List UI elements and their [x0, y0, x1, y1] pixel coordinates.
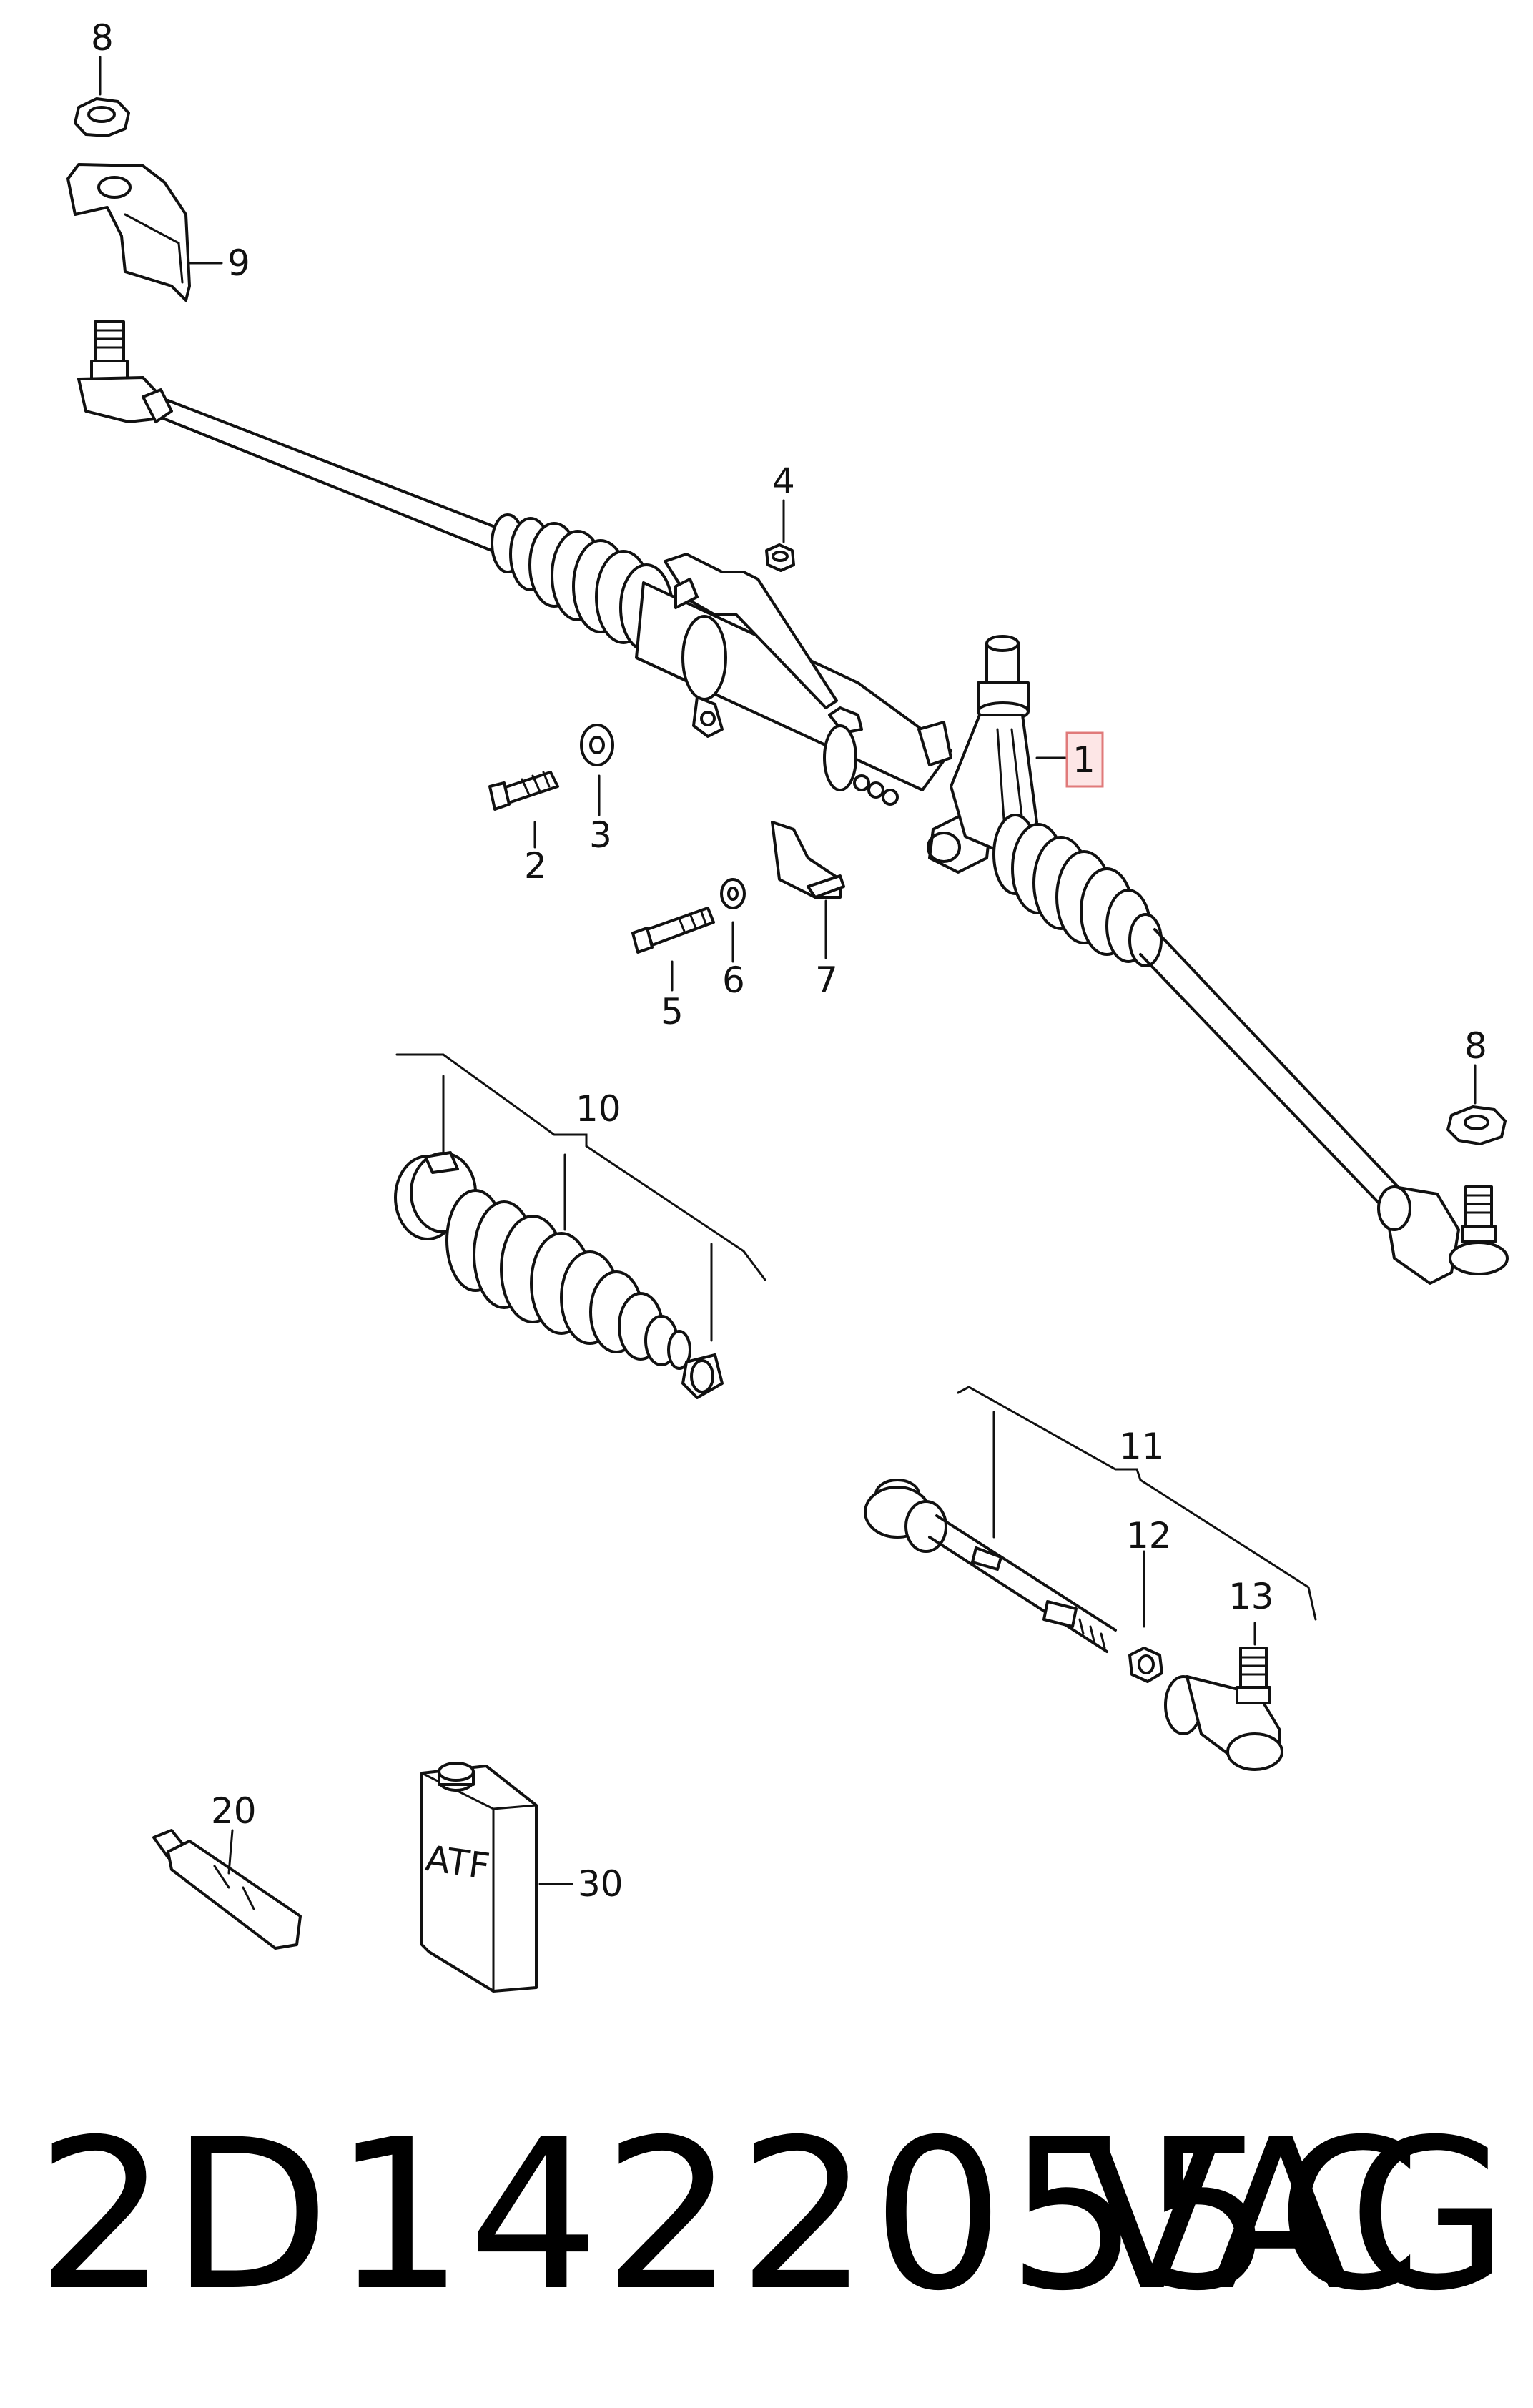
bracket-7 [771, 821, 845, 959]
callout-2: 2 [524, 845, 547, 887]
callout-5: 5 [661, 991, 684, 1032]
tie-rod-end-13 [1164, 1622, 1283, 1771]
inner-tie-rod-kit-11 [864, 1386, 1317, 1653]
footer: 2D1422055C VAG [29, 2088, 1509, 2345]
callout-30: 30 [578, 1863, 623, 1905]
part-number: 2D1422055C [36, 2096, 1424, 2337]
rack-housing [635, 553, 992, 874]
nut-8-top [74, 56, 130, 137]
callout-12: 12 [1126, 1515, 1172, 1556]
washer-3 [580, 724, 614, 816]
nut-12 [1128, 1647, 1163, 1683]
washer-6 [720, 878, 746, 963]
tie-rod-end-left [77, 320, 173, 423]
callout-11: 11 [1119, 1426, 1165, 1467]
callout-8-top: 8 [91, 17, 114, 59]
bolt-5 [631, 907, 715, 992]
callout-6: 6 [722, 959, 745, 1001]
callout-1: 1 [1073, 739, 1095, 781]
callout-4: 4 [772, 460, 795, 502]
grease-tube-20 [152, 1829, 302, 1950]
callout-13: 13 [1228, 1576, 1274, 1617]
bottle-label: ATF [423, 1837, 493, 1888]
steering-rack-exploded-diagram: ATF 8 9 4 1 2 3 5 6 7 8 10 11 12 13 20 3… [66, 17, 1509, 1993]
tie-rod-end-right [1377, 1185, 1509, 1285]
atf-bottle-30 [420, 1762, 573, 1993]
nut-8-right [1446, 1064, 1507, 1145]
callout-10: 10 [576, 1088, 621, 1130]
bellows-right [992, 814, 1163, 967]
brand-name: VAG [1081, 2096, 1509, 2337]
bolt-2 [488, 771, 559, 849]
heat-shield-9 [66, 163, 223, 302]
callout-1-highlight [1065, 731, 1104, 788]
boot-kit-10 [394, 1053, 766, 1399]
callout-9: 9 [227, 242, 250, 284]
nut-4 [765, 499, 795, 572]
callout-8-right: 8 [1464, 1025, 1487, 1067]
callout-3: 3 [589, 814, 612, 856]
callout-20: 20 [211, 1790, 257, 1832]
callout-7: 7 [815, 959, 838, 1001]
